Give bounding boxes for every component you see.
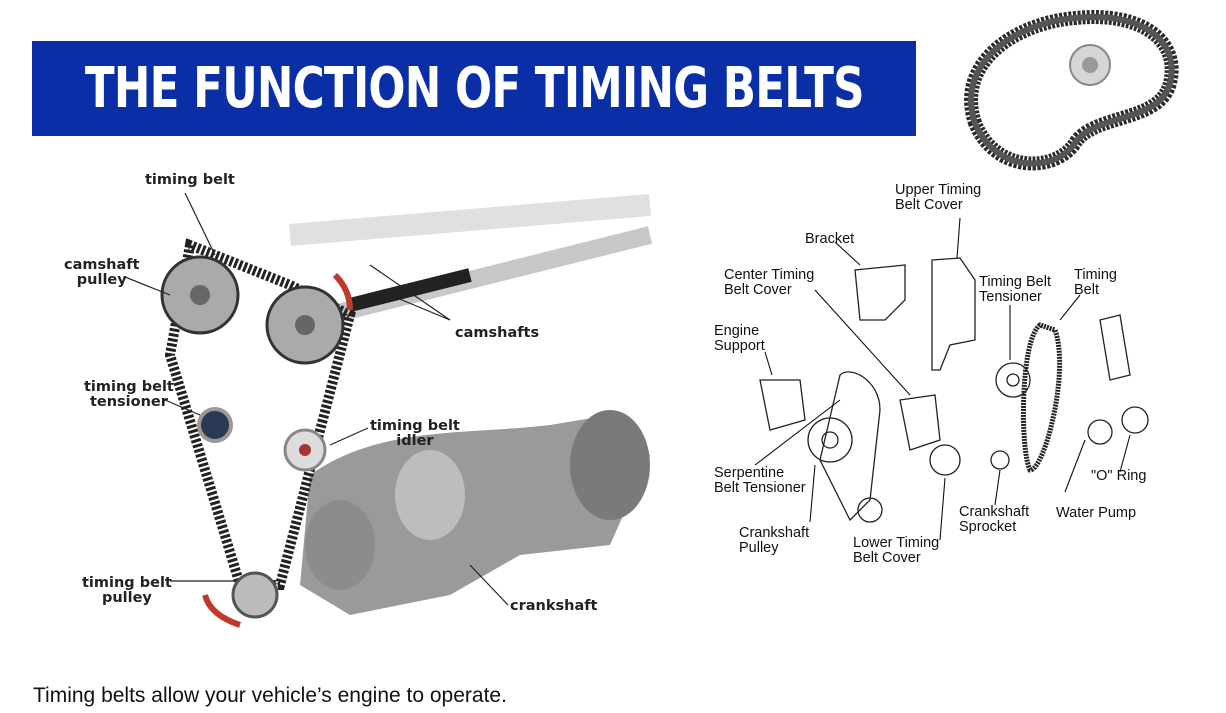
- label-o-ring: "O" Ring: [1091, 468, 1147, 484]
- label-line: timing belt: [370, 418, 460, 434]
- label-line: pulley: [101, 590, 152, 606]
- label-line: pulley: [76, 272, 127, 288]
- label-line: camshaft: [64, 257, 140, 273]
- label-line: Belt: [1074, 282, 1099, 298]
- label-line: Pulley: [739, 540, 779, 556]
- label-line: Crankshaft: [739, 525, 810, 541]
- label-line: Timing Belt: [979, 274, 1051, 290]
- label-line: Belt Tensioner: [714, 480, 806, 496]
- label-line: Engine: [714, 323, 760, 339]
- label-line: Belt Cover: [853, 550, 921, 566]
- label-line: tensioner: [89, 394, 168, 410]
- label-timing-belt: timing belt: [145, 172, 235, 188]
- timing-belt-photo: [964, 10, 1179, 171]
- label-line: Lower Timing: [853, 535, 940, 551]
- label-line: idler: [396, 433, 434, 449]
- caption: Timing belts allow your vehicle’s engine…: [33, 684, 507, 707]
- label-line: timing belt: [82, 575, 172, 591]
- label-line: Belt Cover: [895, 197, 963, 213]
- timing-belt-exploded-diagram: [754, 217, 1149, 541]
- label-crankshaft: crankshaft: [510, 598, 598, 614]
- label-line: Upper Timing: [895, 182, 982, 198]
- timing-belt-engine-diagram: [124, 192, 653, 628]
- label-line: Tensioner: [979, 289, 1042, 305]
- label-camshafts: camshafts: [455, 325, 540, 341]
- label-line: Crankshaft: [959, 504, 1030, 520]
- label-bracket: Bracket: [805, 231, 855, 247]
- label-line: Belt Cover: [724, 282, 792, 298]
- label-water-pump: Water Pump: [1056, 505, 1137, 521]
- label-line: Center Timing: [724, 267, 815, 283]
- label-line: timing belt: [84, 379, 174, 395]
- label-line: Support: [714, 338, 765, 354]
- label-line: Serpentine: [714, 465, 785, 481]
- label-line: Sprocket: [959, 519, 1017, 535]
- label-line: Timing: [1074, 267, 1117, 283]
- page-title: THE FUNCTION OF TIMING BELTS: [84, 56, 865, 121]
- title-banner: THE FUNCTION OF TIMING BELTS: [32, 41, 916, 136]
